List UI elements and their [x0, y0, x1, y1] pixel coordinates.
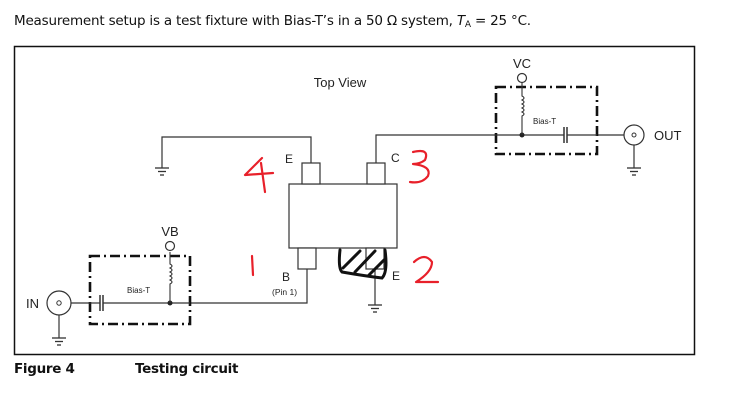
pin-1-note: (Pin 1) [272, 287, 297, 297]
figure-frame [13, 45, 696, 356]
annotation-pin-3 [408, 149, 430, 184]
bias-t-output: Bias-T [494, 72, 599, 156]
transistor-package [288, 162, 398, 270]
annotation-pin-4 [243, 156, 275, 194]
ground-icon [368, 304, 382, 313]
vc-label: VC [513, 56, 531, 71]
intro-text-tail: = 25 °C. [470, 13, 531, 29]
intro-text-main: Measurement setup is a test fixture with… [14, 13, 457, 29]
ta-symbol-letter: T [456, 13, 465, 29]
annotation-pin-2 [412, 255, 440, 284]
pin-label-emitter-bottom: E [392, 269, 400, 283]
bias-t-label: Bias-T [127, 286, 150, 295]
bias-t-box [494, 85, 599, 156]
bias-t-input: Bias-T [88, 240, 192, 326]
annotation-pin-1 [250, 254, 255, 277]
out-coax-connector-icon [623, 124, 645, 146]
package-body [288, 183, 398, 249]
pad-top-right [366, 162, 386, 185]
ground-icon [52, 315, 66, 346]
wire-collector [375, 134, 495, 163]
intro-text: Measurement setup is a test fixture with… [14, 13, 531, 30]
top-view-label: Top View [314, 75, 367, 90]
vb-terminal-icon [164, 240, 176, 252]
vc-terminal-icon [516, 72, 528, 84]
pin-label-emitter-top: E [285, 152, 293, 166]
wire-base [190, 269, 308, 304]
out-label: OUT [654, 128, 682, 143]
figure-number: Figure 4 [14, 361, 75, 377]
inductor-icon [168, 252, 173, 303]
wire-emitter-top-ground [161, 136, 312, 168]
bias-t-label: Bias-T [533, 117, 556, 126]
figure-caption: Testing circuit [135, 361, 239, 377]
in-coax-connector-icon [46, 290, 72, 316]
inductor-icon [520, 82, 525, 135]
in-label: IN [26, 296, 39, 311]
pad-top-left [301, 162, 321, 185]
bias-t-box [88, 254, 192, 326]
ta-symbol: TA [456, 13, 471, 30]
pin-label-base: B [282, 270, 290, 284]
ground-icon [155, 167, 169, 176]
pad-bottom-left [297, 247, 317, 270]
capacitor-icon [99, 295, 104, 311]
vb-label: VB [161, 224, 178, 239]
capacitor-icon [563, 127, 568, 143]
ground-icon [627, 145, 641, 176]
pin-label-collector: C [391, 151, 400, 165]
hand-drawn-hatch-marking [337, 248, 388, 280]
ta-subscript: A [464, 20, 471, 30]
